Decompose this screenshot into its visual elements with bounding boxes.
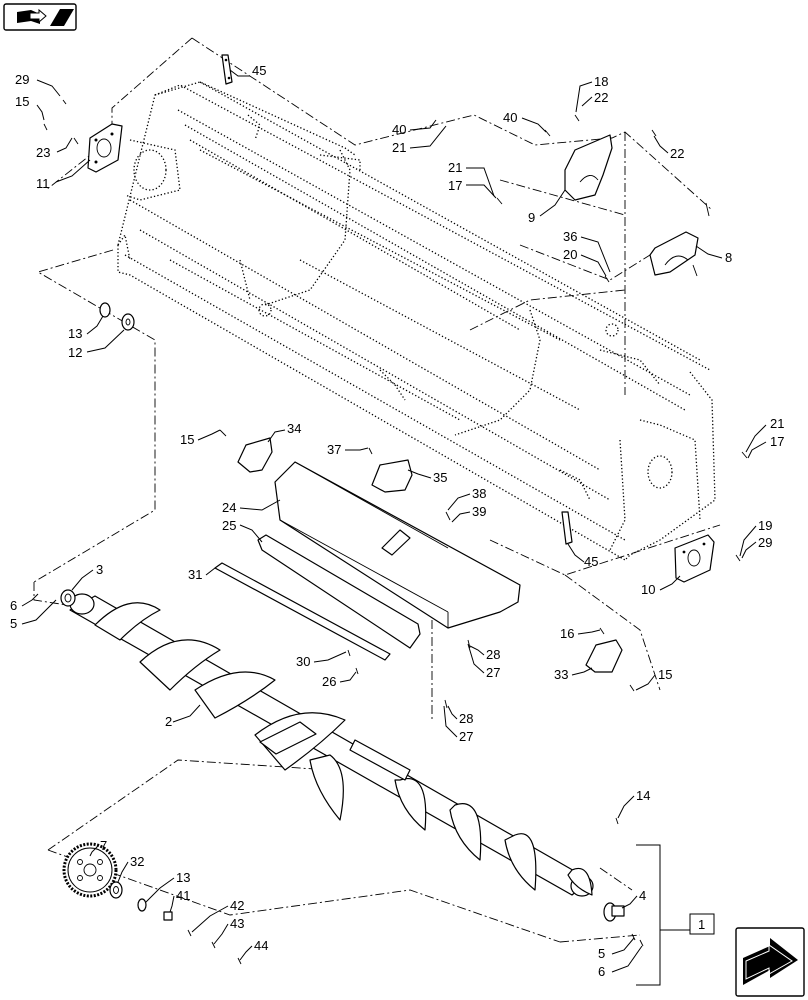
callout: 12 <box>68 345 82 360</box>
right-auger-hub <box>603 902 625 922</box>
callout: 45 <box>252 63 266 78</box>
callout: 41 <box>176 888 190 903</box>
bracket-34 <box>237 437 273 473</box>
scraper-strip-31 <box>214 562 391 661</box>
auger-cover-24 <box>274 461 521 629</box>
callout: 43 <box>230 916 244 931</box>
callout: 26 <box>322 674 336 689</box>
callout: 36 <box>563 229 577 244</box>
callout: 25 <box>222 518 236 533</box>
callout: 33 <box>554 667 568 682</box>
callout: 21 <box>770 416 784 431</box>
callout: 8 <box>725 250 732 265</box>
callout: 13 <box>68 326 82 341</box>
callout: 17 <box>448 178 462 193</box>
callout: 35 <box>433 470 447 485</box>
callout: 30 <box>296 654 310 669</box>
book-arrow-icon <box>17 8 47 24</box>
callout-labels: 29 15 23 11 45 18 22 40 21 40 22 21 17 9… <box>10 63 784 979</box>
callout: 39 <box>472 504 486 519</box>
leader-lines <box>21 69 767 973</box>
lower-bearing-stack <box>137 898 242 965</box>
callout: 3 <box>96 562 103 577</box>
callout: 29 <box>758 535 772 550</box>
callout: 13 <box>176 870 190 885</box>
callout: 21 <box>392 140 406 155</box>
callout: 18 <box>594 74 608 89</box>
assembly-1-bracket <box>636 844 715 986</box>
right-shield <box>649 202 710 277</box>
callout: 23 <box>36 145 50 160</box>
callout: 38 <box>472 486 486 501</box>
callout: 4 <box>639 888 646 903</box>
upper-strap <box>221 54 233 85</box>
callout: 20 <box>563 247 577 262</box>
callout: 27 <box>459 729 473 744</box>
callout: 27 <box>486 665 500 680</box>
sprocket-hub <box>109 881 123 899</box>
next-page-arrow-icon <box>743 938 798 985</box>
callout: 15 <box>180 432 194 447</box>
callout: 5 <box>10 616 17 631</box>
callout: 5 <box>598 946 605 961</box>
lower-strap <box>561 511 573 545</box>
callout: 40 <box>503 110 517 125</box>
callout: 28 <box>459 711 473 726</box>
auger <box>69 593 594 897</box>
callout: 45 <box>584 554 598 569</box>
phantom-lines <box>33 37 721 943</box>
callout: 31 <box>188 567 202 582</box>
callout: 10 <box>641 582 655 597</box>
next-page-button[interactable] <box>735 927 805 997</box>
callout: 34 <box>287 421 301 436</box>
callout: 15 <box>658 667 672 682</box>
back-to-index-button[interactable] <box>3 3 77 31</box>
callout: 7 <box>100 838 107 853</box>
right-bearing-plate <box>674 534 715 583</box>
callout: 22 <box>594 90 608 105</box>
left-auger-hub <box>60 589 76 607</box>
upper-left-bearing <box>99 302 135 331</box>
callout: 24 <box>222 500 236 515</box>
callout: 2 <box>165 714 172 729</box>
callout: 16 <box>560 626 574 641</box>
callout: 40 <box>392 122 406 137</box>
auger-trough-frame <box>117 81 716 561</box>
callout: 28 <box>486 647 500 662</box>
trough-strip-25 <box>257 534 421 649</box>
callout: 42 <box>230 898 244 913</box>
drive-sprocket <box>62 842 118 898</box>
callout: 37 <box>327 442 341 457</box>
callout: 29 <box>15 72 29 87</box>
bracket-35 <box>371 459 413 493</box>
left-hardware <box>43 99 79 145</box>
callout: 44 <box>254 938 268 953</box>
callout: 19 <box>758 518 772 533</box>
callout: 22 <box>670 146 684 161</box>
callout: 17 <box>770 434 784 449</box>
callout: 6 <box>10 598 17 613</box>
callout: 14 <box>636 788 650 803</box>
callout: 32 <box>130 854 144 869</box>
upper-right-shield <box>564 134 613 201</box>
callout: 9 <box>528 210 535 225</box>
callout: 11 <box>36 176 50 191</box>
callout: 6 <box>598 964 605 979</box>
callout: 1 <box>698 917 705 932</box>
callout: 21 <box>448 160 462 175</box>
bracket-33 <box>585 639 623 673</box>
left-bearing-plate <box>87 123 123 173</box>
callout: 15 <box>15 94 29 109</box>
